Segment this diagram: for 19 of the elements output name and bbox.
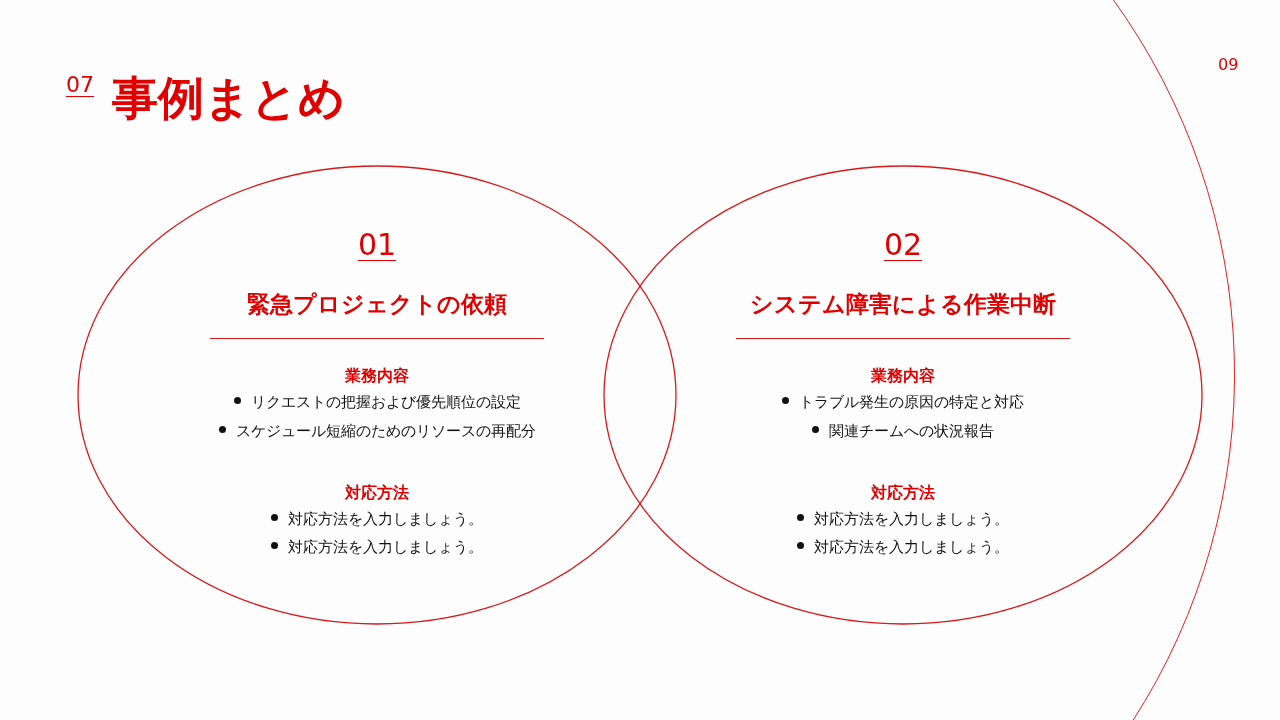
section-heading: 対応方法 xyxy=(345,483,409,504)
slide-title: 事例まとめ xyxy=(112,70,345,127)
case-heading: システム障害による作業中断 xyxy=(750,290,1056,319)
bullet-item: 関連チームへの状況報告 xyxy=(812,422,994,441)
bullet-item: 対応方法を入力しましょう。 xyxy=(797,510,1009,529)
bullet-item: トラブル発生の原因の特定と対応 xyxy=(782,393,1024,412)
page-number: 09 xyxy=(1218,55,1239,74)
bullet-item: スケジュール短縮のためのリソースの再配分 xyxy=(218,422,536,441)
bullet-item: リクエストの把握および優先順位の設定 xyxy=(233,393,521,412)
case-number: 01 xyxy=(357,227,397,262)
section-heading: 業務内容 xyxy=(345,366,409,387)
bullet-item: 対応方法を入力しましょう。 xyxy=(271,510,483,529)
bullet-item: 対応方法を入力しましょう。 xyxy=(271,538,483,557)
section-number: 07 xyxy=(66,72,94,97)
bullet-item: 対応方法を入力しましょう。 xyxy=(797,538,1009,557)
section-heading: 業務内容 xyxy=(871,366,935,387)
section-heading: 対応方法 xyxy=(871,483,935,504)
case-heading: 緊急プロジェクトの依頼 xyxy=(247,290,507,319)
case-number: 02 xyxy=(883,227,923,262)
